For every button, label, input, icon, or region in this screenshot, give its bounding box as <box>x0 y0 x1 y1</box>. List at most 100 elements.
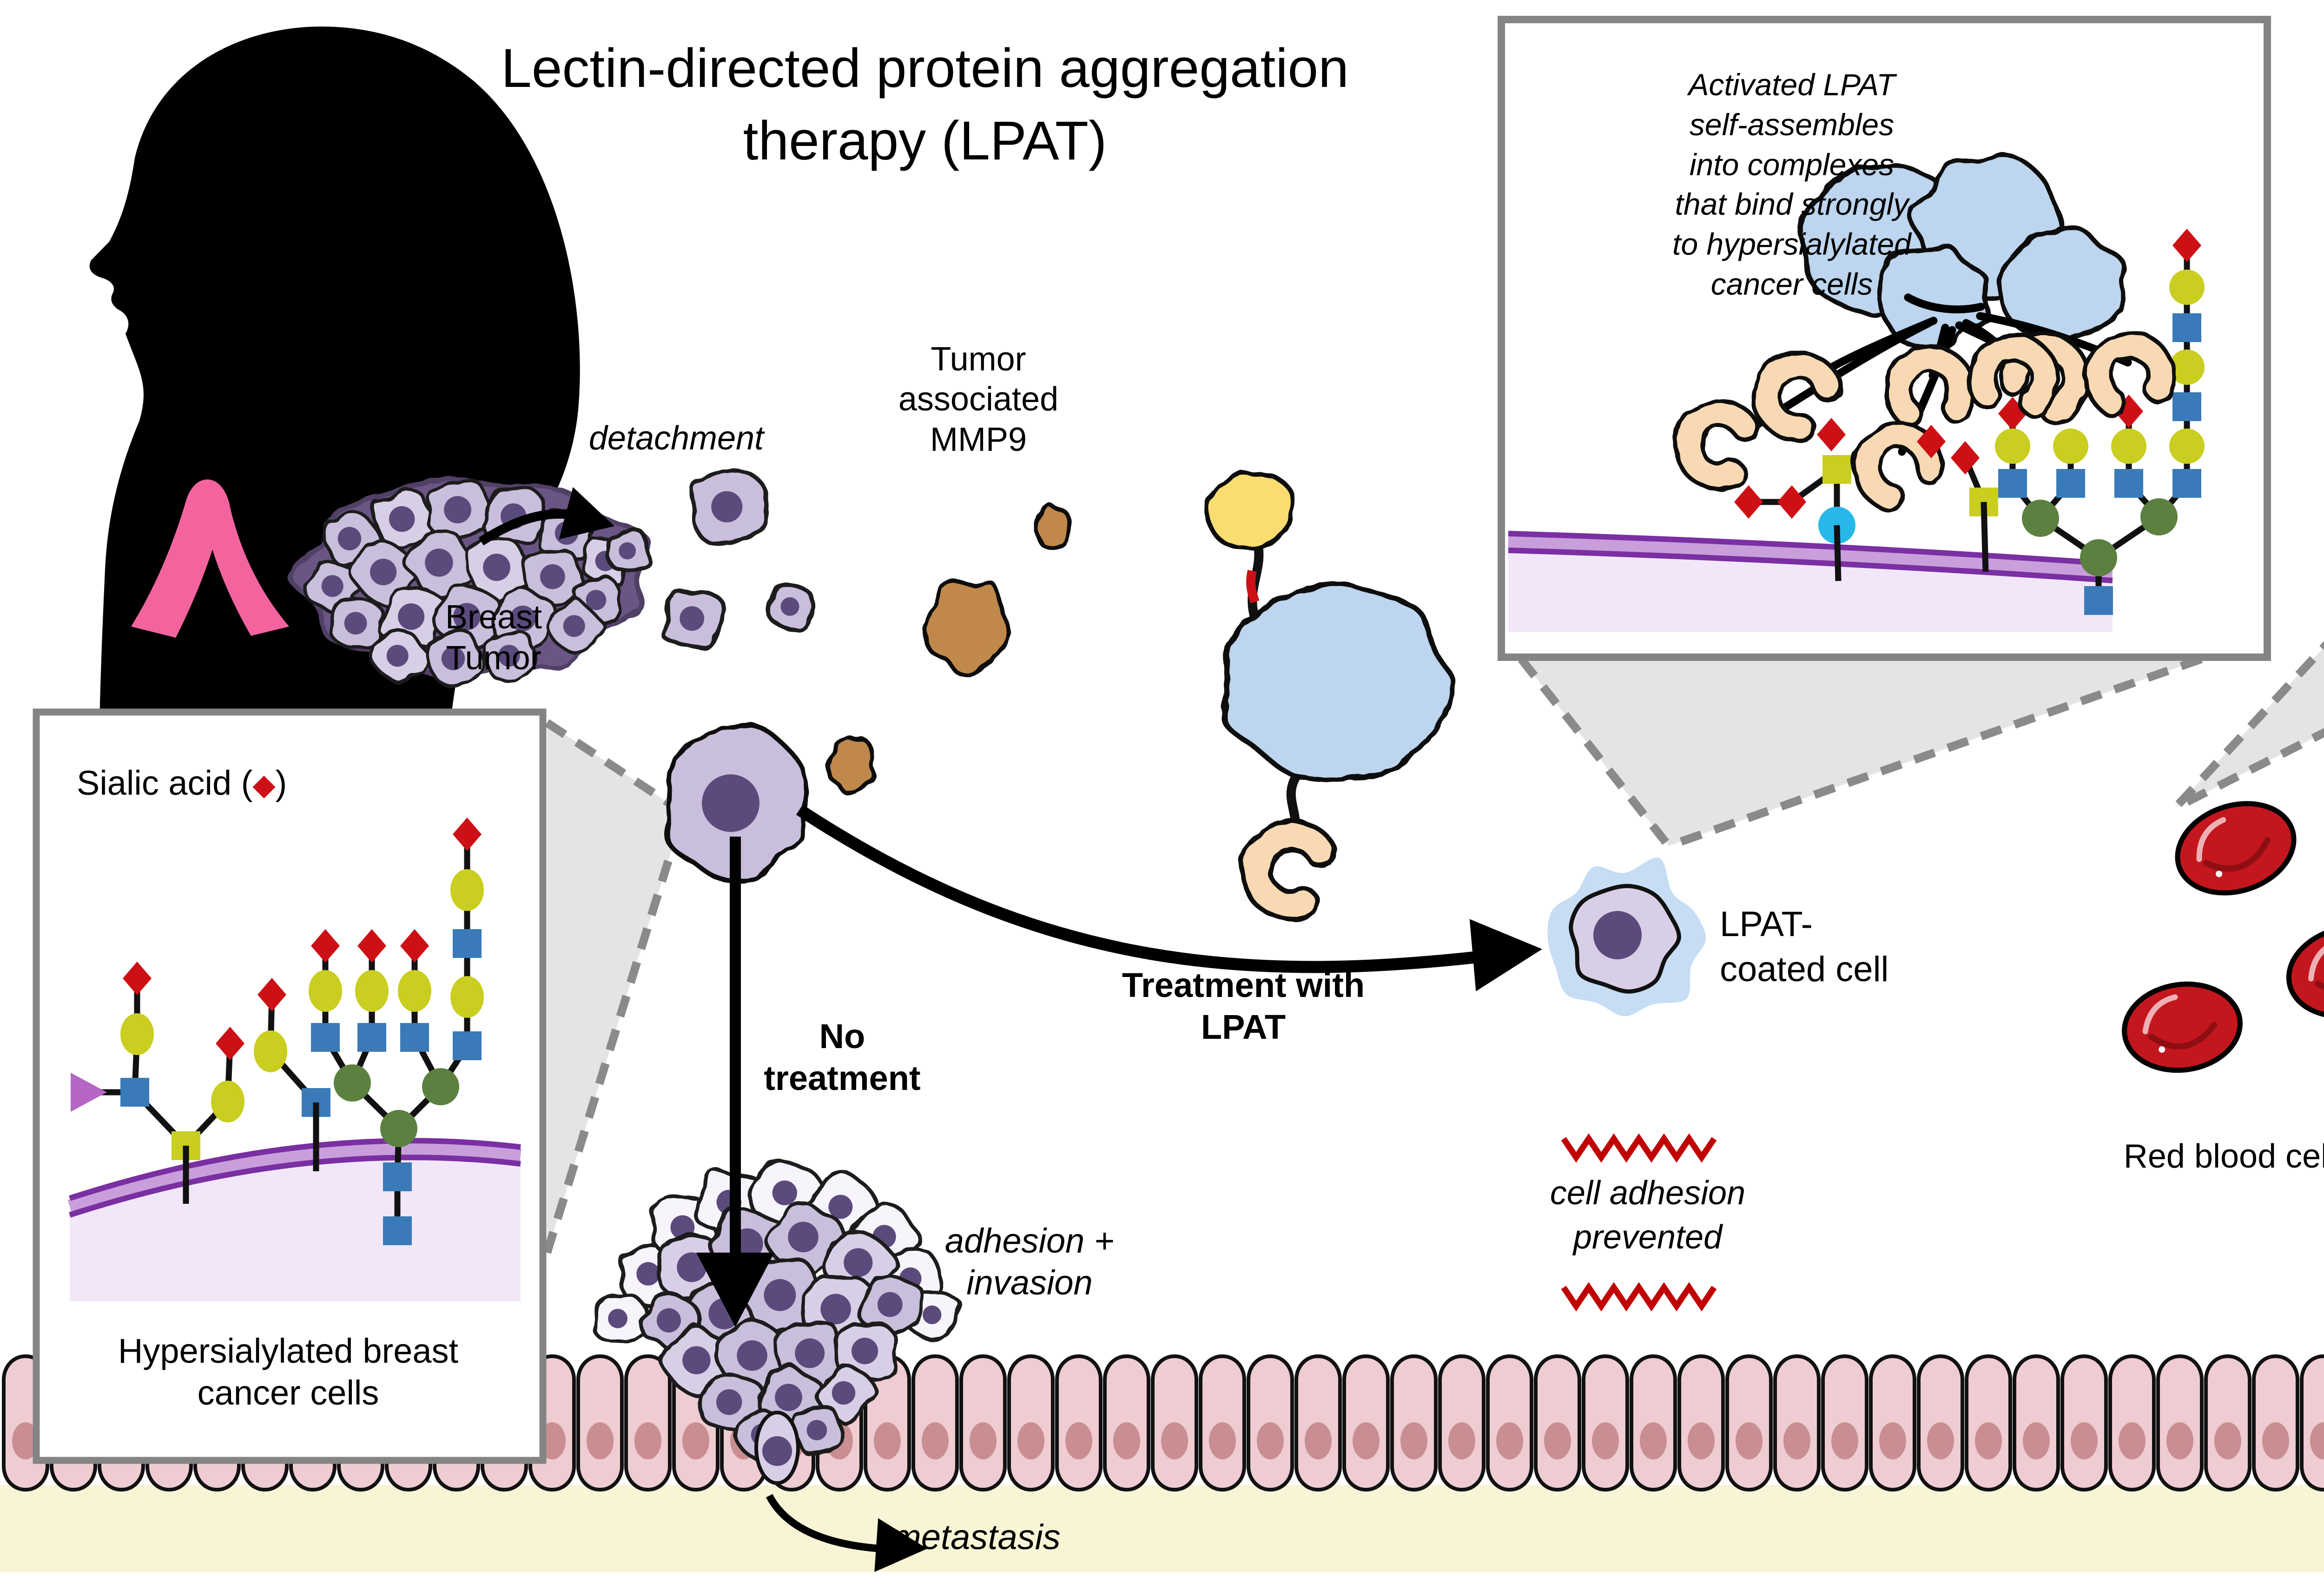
detached-cell-large <box>664 722 808 884</box>
olive-oval-icon <box>450 976 484 1018</box>
red-blood-cell <box>2175 801 2297 896</box>
activated-line5: to hypersialylated <box>1672 227 1911 262</box>
epithelial-cell <box>576 1354 624 1492</box>
cell <box>660 589 726 649</box>
red-diamond-icon <box>453 818 482 851</box>
olive-circle-icon <box>2169 429 2205 464</box>
epithelial-cell <box>2300 1354 2324 1492</box>
cell-nucleus <box>398 603 425 630</box>
sialic-caption-line1: Hypersialylated breast <box>118 1332 459 1370</box>
epithelial-cell <box>959 1354 1007 1492</box>
zoom-callout-wedges <box>543 641 2324 1254</box>
epithelial-cell <box>1773 1354 1821 1492</box>
epithelial-cell <box>1486 1354 1533 1492</box>
ellipse-shape <box>2286 924 2324 1019</box>
olive-oval-icon <box>450 869 484 911</box>
cell-nucleus <box>844 1248 873 1277</box>
mmp9-blob <box>825 735 875 796</box>
adhesion-prevented-line2: prevented <box>1573 1219 1723 1256</box>
red-diamond-icon <box>1917 425 1946 458</box>
mmp9-blob <box>924 579 1010 677</box>
cell-nucleus <box>483 554 510 581</box>
invading-cell <box>754 1411 800 1485</box>
cell-nucleus <box>1593 911 1642 959</box>
activated-line6: cancer cells <box>1710 266 1873 301</box>
cell <box>605 529 652 573</box>
epithelial-nucleus <box>970 1422 997 1459</box>
cell-nucleus <box>389 506 415 532</box>
mmp9-line1: Tumor <box>931 341 1026 378</box>
sialic-label-prefix: Sialic acid ( <box>77 764 253 802</box>
lpat-lectin-blue-domain <box>1220 581 1456 782</box>
cell-nucleus <box>386 645 409 667</box>
title-line-2: therapy (LPAT) <box>743 110 1107 172</box>
cell-nucleus <box>444 496 471 523</box>
epithelial-nucleus <box>874 1422 901 1459</box>
epithelial-cell <box>624 1354 672 1492</box>
epithelial-cell <box>1055 1354 1103 1492</box>
blue-square-icon <box>453 1031 482 1060</box>
epithelial-cell <box>1007 1354 1055 1492</box>
cell-nucleus <box>737 1340 767 1371</box>
blue-square-icon <box>2172 469 2201 498</box>
epithelial-cell <box>1725 1354 1773 1492</box>
olive-circle-icon <box>2169 270 2205 305</box>
cell <box>426 479 494 542</box>
epithelial-nucleus <box>12 1422 39 1459</box>
blue-square-icon <box>453 929 482 958</box>
arrowhead <box>1469 919 1542 991</box>
activated-line4: that bind strongly <box>1675 187 1909 222</box>
cell-nucleus <box>670 1215 695 1240</box>
adhesion-invasion-line1: adhesion + <box>944 1221 1115 1260</box>
epithelial-nucleus <box>2023 1422 2050 1459</box>
callout-dashed-edge <box>1518 656 1672 849</box>
cell-nucleus <box>509 605 536 632</box>
sialic-caption-line2: cancer cells <box>197 1373 379 1412</box>
epithelial-nucleus <box>1831 1422 1858 1459</box>
epithelial-cell <box>2060 1354 2108 1492</box>
epithelial-nucleus <box>1065 1422 1092 1459</box>
cell <box>522 548 585 608</box>
cell-nucleus <box>820 1294 851 1325</box>
epithelial-nucleus <box>1688 1422 1715 1459</box>
arrowhead <box>559 487 614 540</box>
blue-square-icon <box>400 1023 429 1052</box>
coated-line1: LPAT- <box>1720 904 1813 944</box>
cleavable-red-linker <box>1246 569 1260 604</box>
cell-nucleus <box>586 590 607 610</box>
epithelial-cell <box>2252 1354 2299 1492</box>
epithelial-nucleus <box>1496 1422 1523 1459</box>
cell <box>369 628 430 684</box>
lpat-binding-crescent <box>1751 350 1843 442</box>
red-diamond-icon <box>1817 418 1846 451</box>
epithelial-nucleus <box>1783 1422 1810 1459</box>
label-detachment: detachment <box>589 418 764 459</box>
epithelial-nucleus <box>1736 1422 1763 1459</box>
pink-ribbon-icon <box>131 479 289 638</box>
activated-line3: into complexes <box>1689 147 1895 182</box>
epithelial-nucleus <box>682 1422 709 1459</box>
epithelial-nucleus <box>1879 1422 1906 1459</box>
epithelial-cell <box>1677 1354 1725 1492</box>
cell <box>592 1294 647 1344</box>
cell-nucleus <box>806 1420 827 1440</box>
cell <box>791 1405 844 1455</box>
epithelial-nucleus <box>1640 1422 1667 1459</box>
red-diamond-icon <box>357 929 386 963</box>
glycan <box>1995 229 2205 615</box>
cell-nucleus <box>370 559 397 586</box>
callout-wedge <box>547 723 683 1253</box>
sialic-inset-caption: Hypersialylated breast cancer cells <box>118 1330 458 1414</box>
olive-circle-icon <box>2111 429 2146 464</box>
epithelial-nucleus <box>2071 1422 2098 1459</box>
olive-oval-icon <box>120 1013 154 1055</box>
glycan <box>71 962 244 1160</box>
cell-nucleus <box>321 575 343 597</box>
treatment-line2: LPAT <box>1201 1008 1286 1047</box>
green-circle-icon <box>2080 539 2117 576</box>
sialic-label-suffix: ) <box>275 764 287 802</box>
title-line-1: Lectin-directed protein aggregation <box>501 38 1349 99</box>
olive-oval-icon <box>398 970 431 1012</box>
invading-tumor-mass <box>592 1160 961 1485</box>
